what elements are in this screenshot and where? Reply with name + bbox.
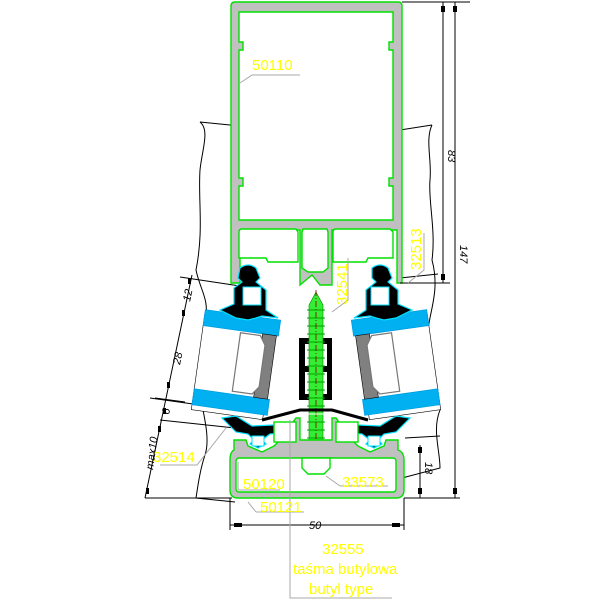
dim-28: 28: [171, 350, 186, 366]
label-tape-pl: taśma butylowa: [293, 561, 398, 578]
gasket-bottom-right: [335, 415, 412, 449]
label-50121: 50121: [260, 499, 302, 516]
pressure-plate-50120: [229, 417, 405, 499]
dim-max10: max10: [144, 435, 161, 470]
label-50120: 50120: [243, 476, 285, 493]
right-glass-break-lines: [399, 124, 441, 479]
dim-6: 6: [160, 406, 173, 415]
gasket-top-right: [353, 264, 414, 321]
leader-lines: [160, 74, 425, 599]
gasket-top-left: [218, 264, 279, 321]
butyl-tape-32555: [261, 408, 369, 425]
label-32555: 32555: [322, 541, 364, 558]
left-glass-unit: [190, 309, 282, 421]
label-32541: 32541: [334, 263, 351, 305]
dimension-lines: [144, 1, 470, 530]
dim-50: 50: [309, 520, 322, 532]
label-32514: 32514: [153, 449, 195, 466]
dim-12: 12: [181, 288, 195, 302]
mullion-profile-50110: [230, 1, 403, 287]
dim-18: 18: [422, 462, 434, 475]
dim-83: 83: [445, 150, 457, 163]
label-50110: 50110: [252, 57, 293, 74]
label-32513: 32513: [408, 228, 425, 270]
label-tape-en: butyl type: [309, 581, 373, 598]
dim-147: 147: [457, 245, 469, 264]
label-33573: 33573: [342, 474, 384, 491]
gasket-bottom-left: [220, 415, 297, 449]
right-glass-unit: [350, 309, 442, 421]
